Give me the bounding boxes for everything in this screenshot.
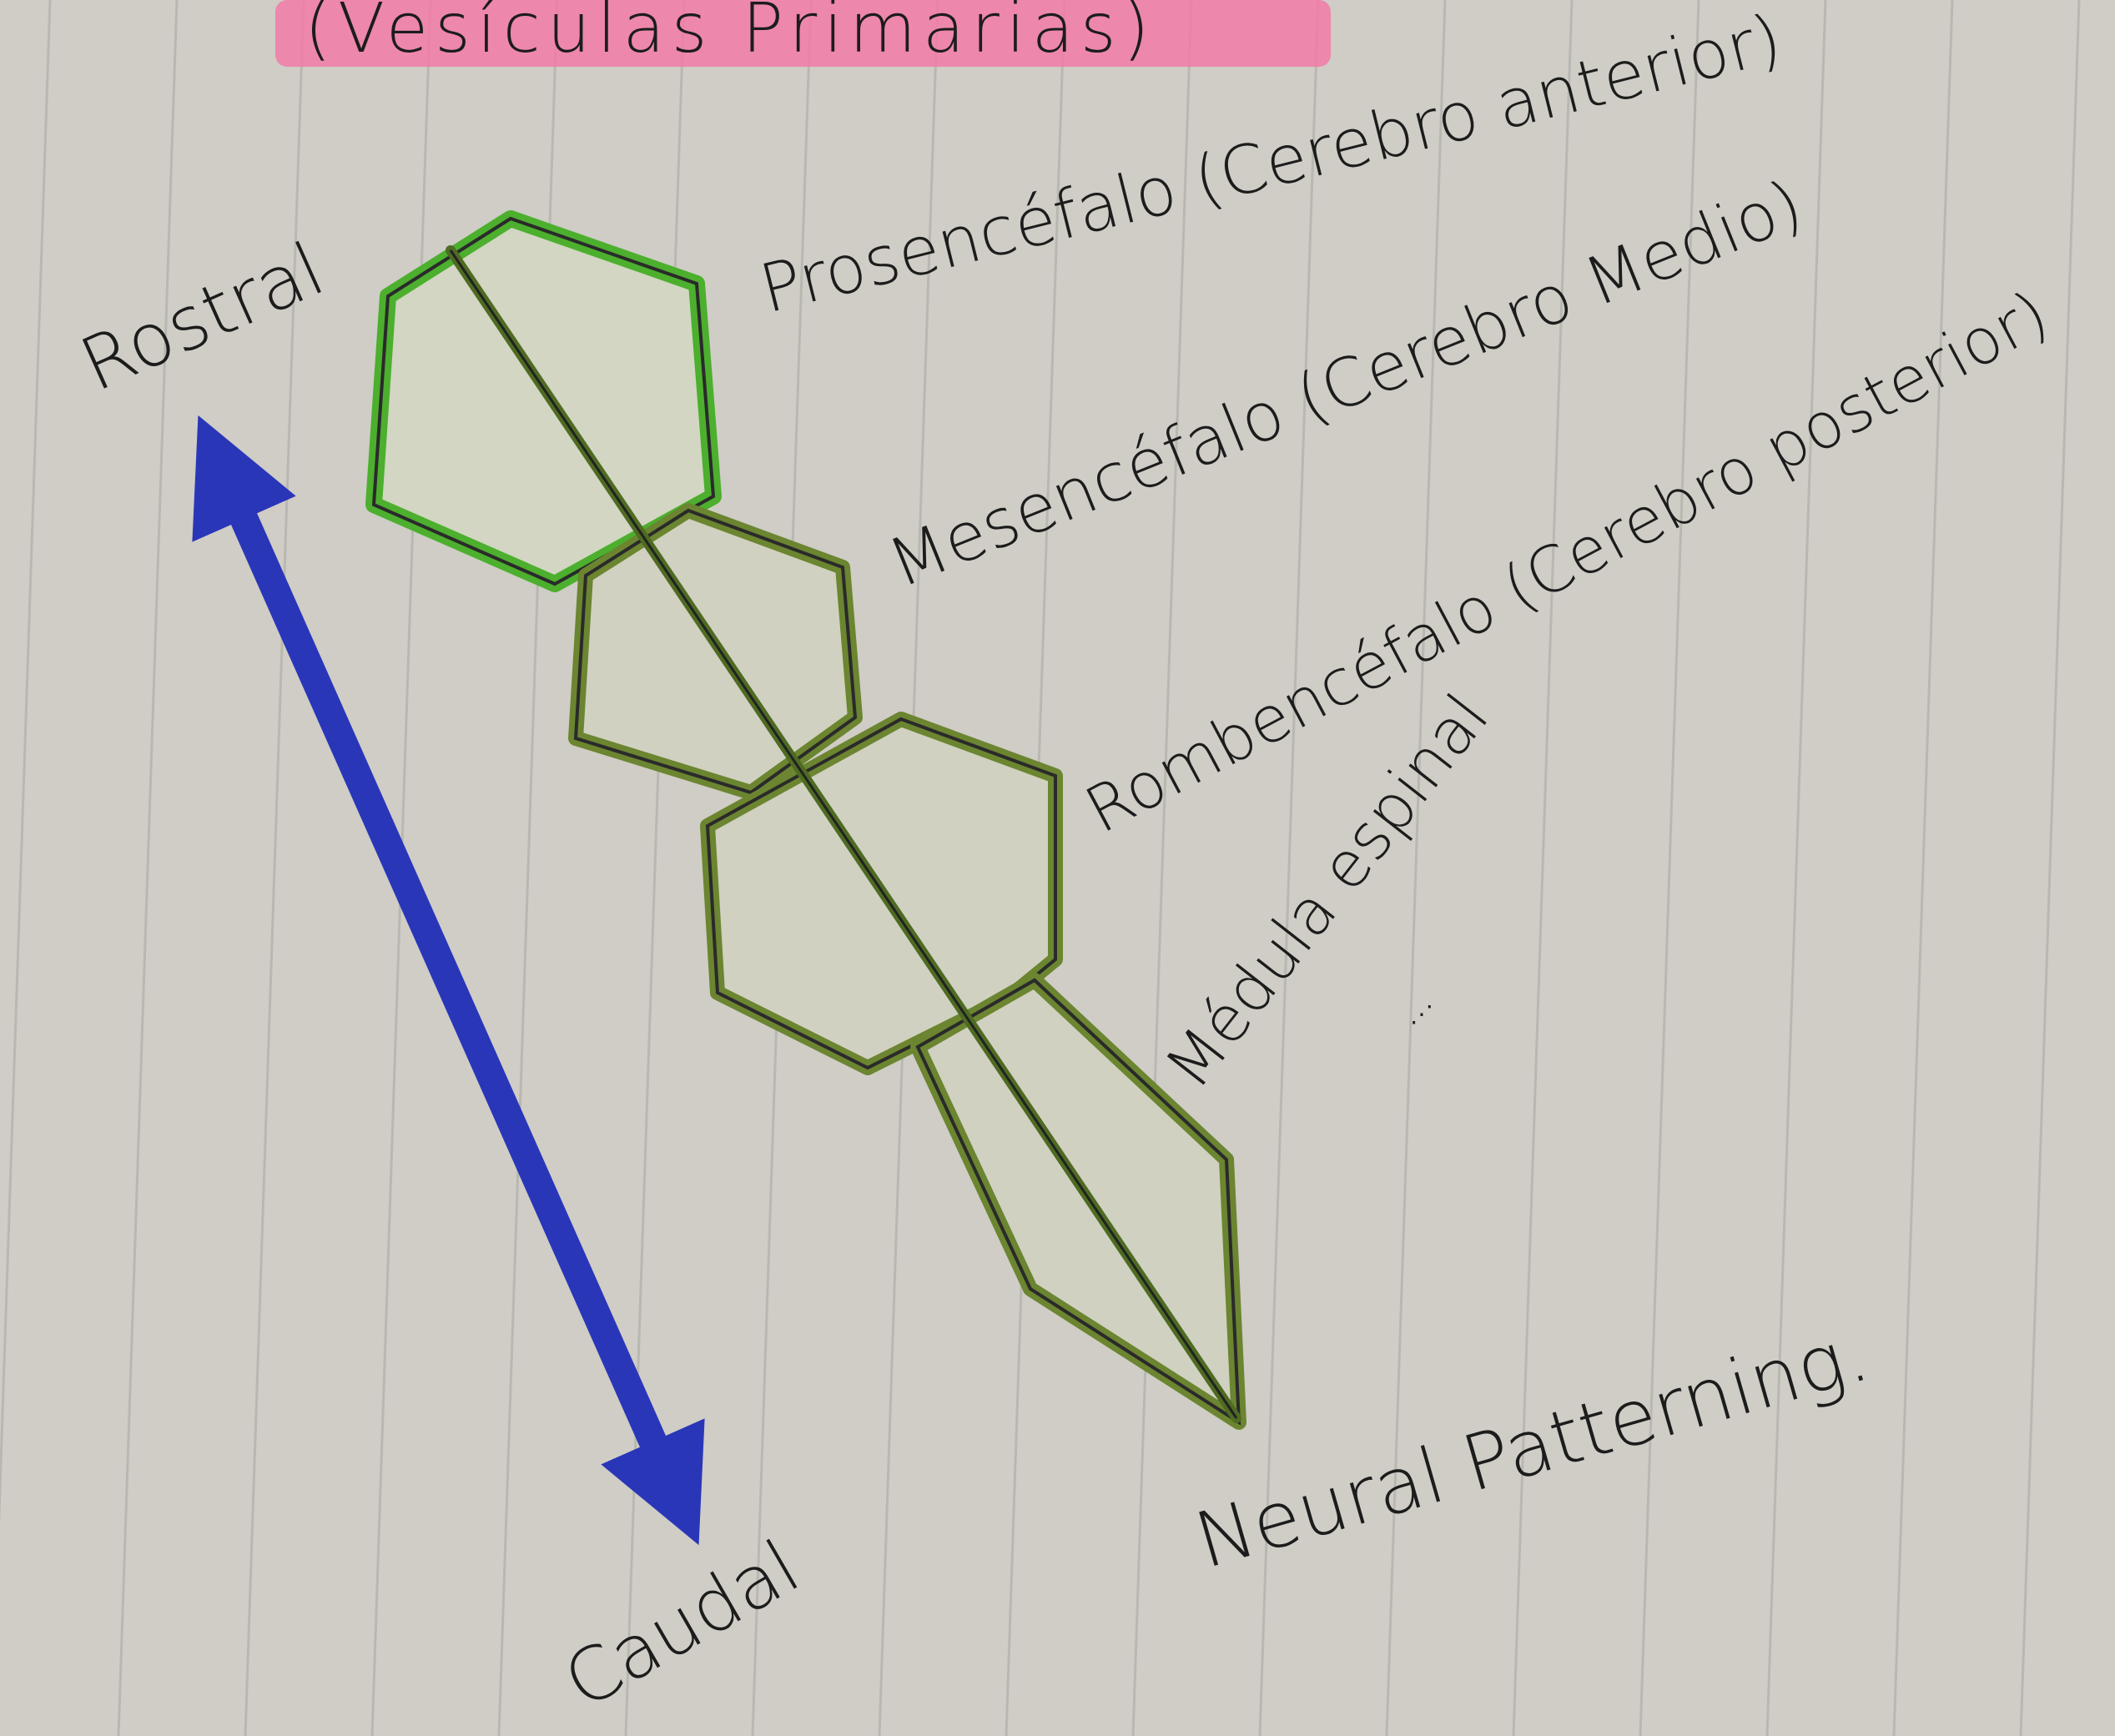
stray-ink-mark: ⋰ bbox=[1410, 1000, 1433, 1028]
rhombencephalon-label: Rombencéfalo (Cerebro posterior) bbox=[1074, 276, 2060, 848]
title-text: (Vesículas Primarias) bbox=[305, 0, 1156, 68]
spinal-cord-outline bbox=[915, 978, 1241, 1426]
rule-line bbox=[1131, 0, 1193, 1736]
rule-line bbox=[0, 0, 52, 1526]
rule-line bbox=[1512, 0, 1574, 1736]
rule-line bbox=[2019, 0, 2081, 1736]
rule-line bbox=[1765, 0, 1827, 1736]
caudal-label: Caudal bbox=[550, 1523, 813, 1725]
title-highlight bbox=[275, 0, 1331, 67]
rostral-caudal-arrow bbox=[192, 415, 705, 1546]
rule-line bbox=[1639, 0, 1700, 1736]
neural-axis-ink bbox=[449, 249, 1238, 1419]
mesencephalon-outline bbox=[573, 508, 858, 795]
prosencephalon-outline bbox=[371, 216, 716, 586]
rule-line bbox=[117, 0, 179, 1736]
rule-line bbox=[1258, 0, 1320, 1736]
rostral-label: Rostral bbox=[68, 226, 336, 409]
rule-line bbox=[1385, 0, 1447, 1736]
rule-line bbox=[1892, 0, 1954, 1736]
